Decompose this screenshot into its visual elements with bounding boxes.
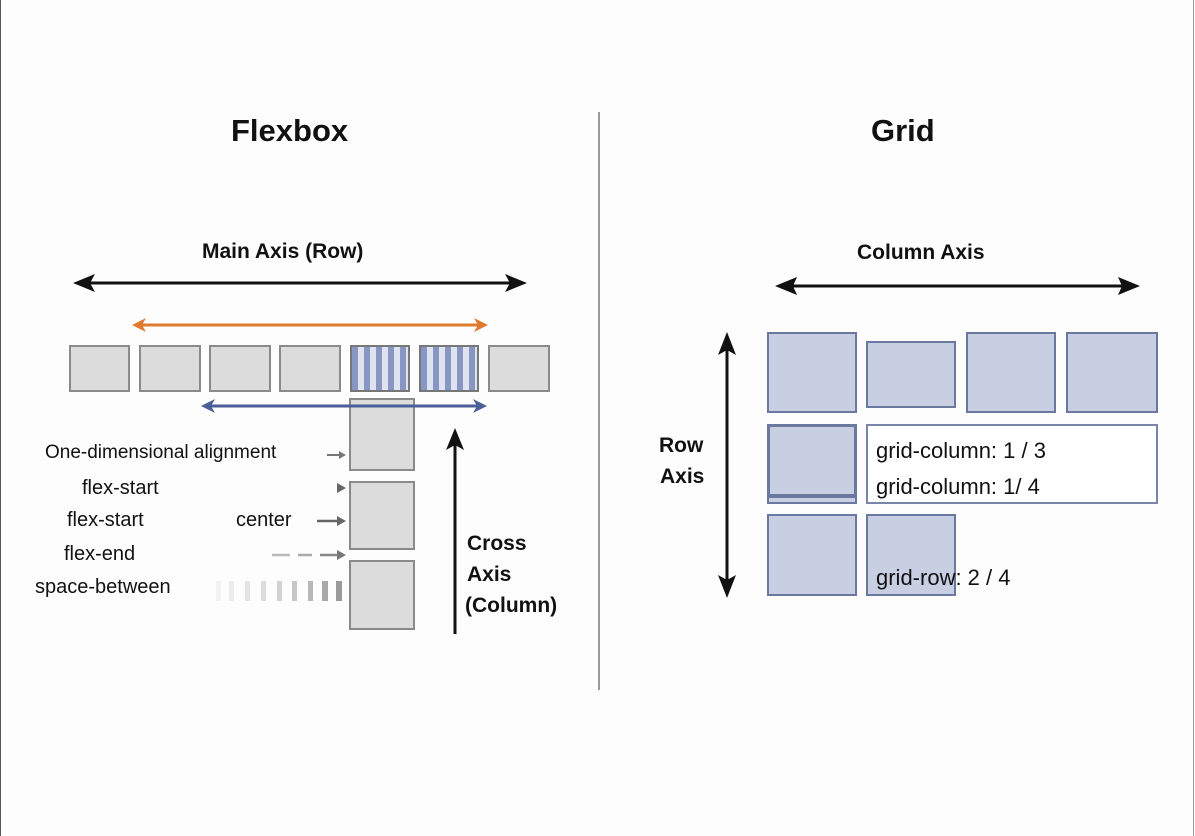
grid-row-span-label: grid-row: 2 / 4 xyxy=(876,565,1011,590)
main-axis-label: Main Axis (Row) xyxy=(202,240,364,263)
grid-cell-r1-c4 xyxy=(1066,332,1158,413)
cross-axis-label-line-1: Cross xyxy=(467,532,527,555)
flex-column-item-3 xyxy=(349,560,415,630)
alignment-label-one-dimensional: One-dimensional alignment xyxy=(45,442,277,463)
row-axis-label-line-2: Axis xyxy=(660,465,705,488)
grid-column-span-label-1: grid-column: 1 / 3 xyxy=(876,438,1046,463)
section-divider xyxy=(598,112,600,690)
pointer-arrow-flex-start xyxy=(190,483,346,493)
grid-cell-r2-c1-underlay xyxy=(767,496,857,504)
flex-column-item-2 xyxy=(349,481,415,550)
grid-span-column-box xyxy=(866,424,1158,504)
column-axis-arrow xyxy=(775,277,1140,295)
pointer-arrow-one-dimensional xyxy=(327,451,346,459)
row-axis-label-line-1: Row xyxy=(659,434,704,457)
flex-row-item-3 xyxy=(209,345,271,392)
column-axis-label: Column Axis xyxy=(857,241,985,264)
grid-cell-r1-c1 xyxy=(767,332,857,413)
frame-border-right xyxy=(1193,0,1194,836)
main-axis-arrow xyxy=(73,274,527,292)
pointer-bars-space-between xyxy=(216,581,342,601)
grid-cell-r1-c3 xyxy=(966,332,1056,413)
grid-title: Grid xyxy=(871,113,935,148)
pointer-arrow-flex-start-center xyxy=(175,516,346,526)
flex-row-item-1 xyxy=(69,345,130,392)
cross-axis-label-line-2: Axis xyxy=(467,563,512,586)
alignment-label-flex-start-2: flex-start xyxy=(67,509,144,531)
flexbox-title: Flexbox xyxy=(231,113,349,148)
grid-cell-r2-c1 xyxy=(767,424,857,497)
pointer-arrow-flex-end xyxy=(185,550,346,560)
grid-cell-r3-c2 xyxy=(866,514,956,596)
alignment-label-space-between: space-between xyxy=(35,576,171,598)
grid-cell-r3-c1 xyxy=(767,514,857,596)
flex-row-item-4 xyxy=(279,345,341,392)
flex-row-item-5-highlighted xyxy=(350,345,410,392)
blue-span-arrow xyxy=(201,399,487,413)
flex-row-item-6-highlighted xyxy=(419,345,479,392)
alignment-label-flex-start: flex-start xyxy=(82,477,159,499)
flex-row-item-7 xyxy=(488,345,550,392)
flex-row-item-2 xyxy=(139,345,201,392)
alignment-label-flex-end: flex-end xyxy=(64,543,136,565)
row-axis-arrow xyxy=(718,332,736,598)
grid-column-span-label-2: grid-column: 1/ 4 xyxy=(876,474,1040,499)
orange-span-arrow xyxy=(132,318,488,332)
frame-border-left xyxy=(0,0,1,836)
cross-axis-arrow xyxy=(446,428,464,634)
grid-cell-r1-c2 xyxy=(866,341,956,408)
alignment-label-center: center xyxy=(236,509,292,531)
flex-column-item-1 xyxy=(349,398,415,471)
cross-axis-label-line-3: (Column) xyxy=(465,594,558,617)
